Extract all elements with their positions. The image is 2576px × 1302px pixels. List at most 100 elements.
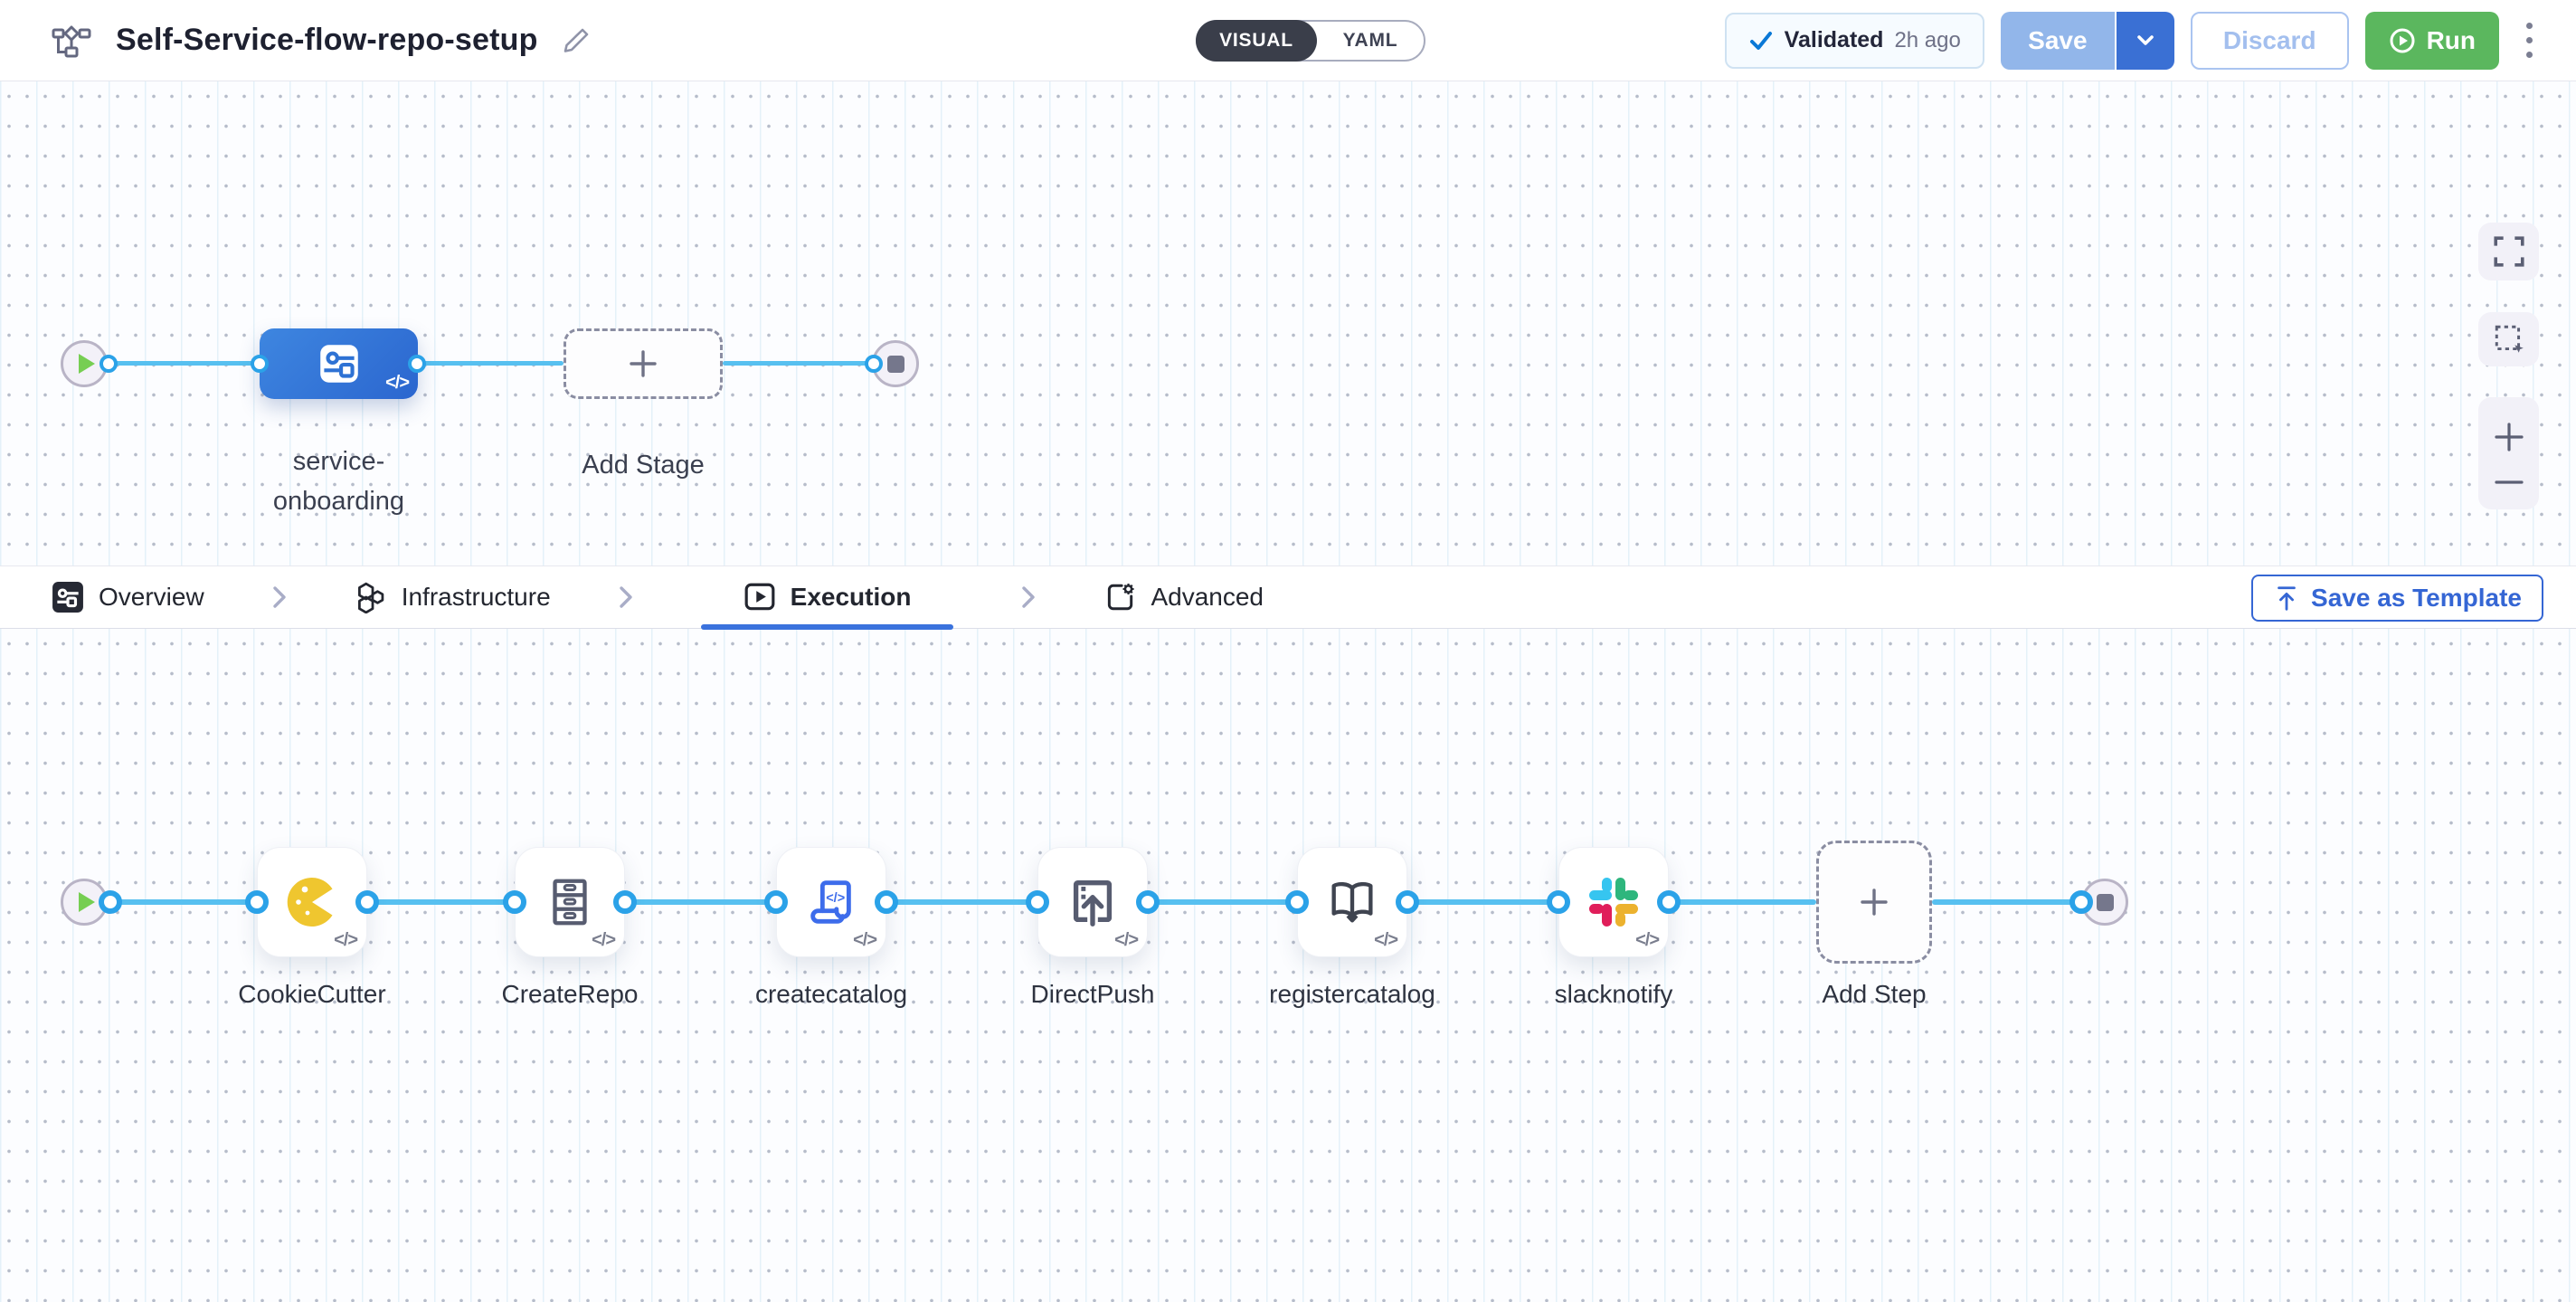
advanced-icon (1108, 583, 1135, 611)
add-stage-button[interactable] (564, 328, 723, 399)
stop-icon (2096, 893, 2114, 911)
edge (625, 899, 776, 905)
stage-canvas: </> service-onboarding Add Stage (0, 81, 2576, 565)
validated-label: Validated (1784, 27, 1884, 52)
stage-label: service-onboarding (272, 447, 405, 516)
edge (1669, 899, 1816, 905)
step-createrepo[interactable]: </> (515, 847, 625, 957)
chevron-right-icon (616, 584, 636, 611)
page-title: Self-Service-flow-repo-setup (116, 23, 538, 57)
step-registercatalog[interactable]: </> (1297, 847, 1407, 957)
save-button[interactable]: Save (2000, 11, 2115, 70)
toggle-visual[interactable]: VISUAL (1196, 20, 1317, 62)
port (865, 355, 883, 373)
flow-end-node (2081, 879, 2128, 926)
step-slacknotify[interactable]: </> (1558, 847, 1669, 957)
port (1657, 890, 1681, 914)
edge (886, 899, 1037, 905)
save-options-button[interactable] (2116, 11, 2174, 70)
visual-yaml-toggle: VISUAL YAML (1196, 20, 1425, 62)
step-label: CookieCutter (238, 980, 386, 1008)
edge (1148, 899, 1297, 905)
header-actions: Validated 2h ago Save Discard (1724, 11, 2543, 70)
code-badge: </> (592, 930, 616, 950)
slack-icon (1589, 878, 1638, 927)
edge (1932, 899, 2081, 905)
execution-icon (744, 583, 775, 611)
run-button[interactable]: Run (2364, 11, 2499, 70)
step-label: CreateRepo (501, 980, 639, 1008)
plus-icon (624, 345, 662, 383)
port (1026, 890, 1049, 914)
more-options-icon[interactable] (2515, 15, 2543, 65)
port (251, 355, 269, 373)
stage-node-service-onboarding[interactable]: </> (260, 328, 418, 399)
cookie-icon (287, 878, 333, 927)
chevron-right-icon (1018, 584, 1038, 611)
save-as-template-button[interactable]: Save as Template (2251, 575, 2543, 622)
port (503, 890, 526, 914)
drawer-cabinet-icon (553, 879, 587, 926)
catalog-scroll-icon: </> (810, 880, 851, 924)
stage-icon (315, 339, 364, 388)
validated-time: 2h ago (1894, 27, 1961, 52)
add-step-label: Add Step (1822, 980, 1927, 1008)
port (613, 890, 637, 914)
stage-tabbar: Overview Infrastructure Execution (0, 565, 2576, 630)
tab-execution[interactable]: Execution (700, 565, 954, 630)
edit-title-icon[interactable] (562, 26, 591, 55)
validated-badge[interactable]: Validated 2h ago (1724, 12, 1984, 69)
svg-text:</>: </> (826, 891, 845, 906)
edge (367, 899, 515, 905)
edge (109, 361, 260, 366)
tab-overview[interactable]: Overview (52, 565, 204, 629)
port (764, 890, 788, 914)
header: Self-Service-flow-repo-setup VISUAL YAML… (0, 0, 2576, 81)
edge (1407, 899, 1558, 905)
code-badge: </> (1374, 930, 1398, 950)
chevron-down-icon (2133, 28, 2158, 53)
add-step-button[interactable] (1816, 841, 1932, 964)
port (1285, 890, 1309, 914)
zoom-controls[interactable] (2478, 397, 2539, 509)
plus-icon (1855, 883, 1893, 921)
edge (110, 899, 257, 905)
port (875, 890, 898, 914)
zoom-in-icon (2494, 423, 2524, 451)
fullscreen-button[interactable] (2478, 223, 2539, 280)
step-label: createcatalog (754, 980, 908, 1008)
save-split-button: Save (2000, 11, 2174, 70)
tab-advanced[interactable]: Advanced (1103, 565, 1264, 629)
port (1396, 890, 1419, 914)
upload-icon (2278, 586, 2296, 611)
multi-select-button[interactable] (2478, 312, 2539, 366)
port (99, 890, 122, 914)
port (355, 890, 379, 914)
port (408, 355, 426, 373)
push-upload-icon (1073, 880, 1113, 927)
zoom-out-icon (2494, 480, 2524, 484)
step-label: DirectPush (1030, 980, 1155, 1008)
edge (417, 361, 564, 366)
fullscreen-icon (2493, 236, 2524, 267)
discard-button[interactable]: Discard (2190, 11, 2349, 70)
code-badge: </> (334, 930, 358, 950)
tab-infrastructure[interactable]: Infrastructure (355, 565, 551, 629)
port (1547, 890, 1570, 914)
pipeline-icon (51, 23, 92, 59)
step-directpush[interactable]: </> (1037, 847, 1148, 957)
step-createcatalog[interactable]: </> </> (776, 847, 886, 957)
port (1136, 890, 1160, 914)
check-icon (1748, 30, 1774, 52)
step-cookiecutter[interactable]: </> (257, 847, 367, 957)
step-label: slacknotify (1554, 980, 1673, 1008)
edge (723, 361, 874, 366)
execution-canvas: </> CookieCutter </> CreateRepo </> </> (0, 629, 2576, 1302)
run-label: Run (2426, 25, 2476, 54)
run-play-icon (2389, 27, 2416, 54)
toggle-yaml[interactable]: YAML (1342, 30, 1398, 51)
code-badge: </> (1114, 930, 1139, 950)
code-badge: </> (1635, 930, 1660, 950)
play-icon (78, 354, 95, 374)
